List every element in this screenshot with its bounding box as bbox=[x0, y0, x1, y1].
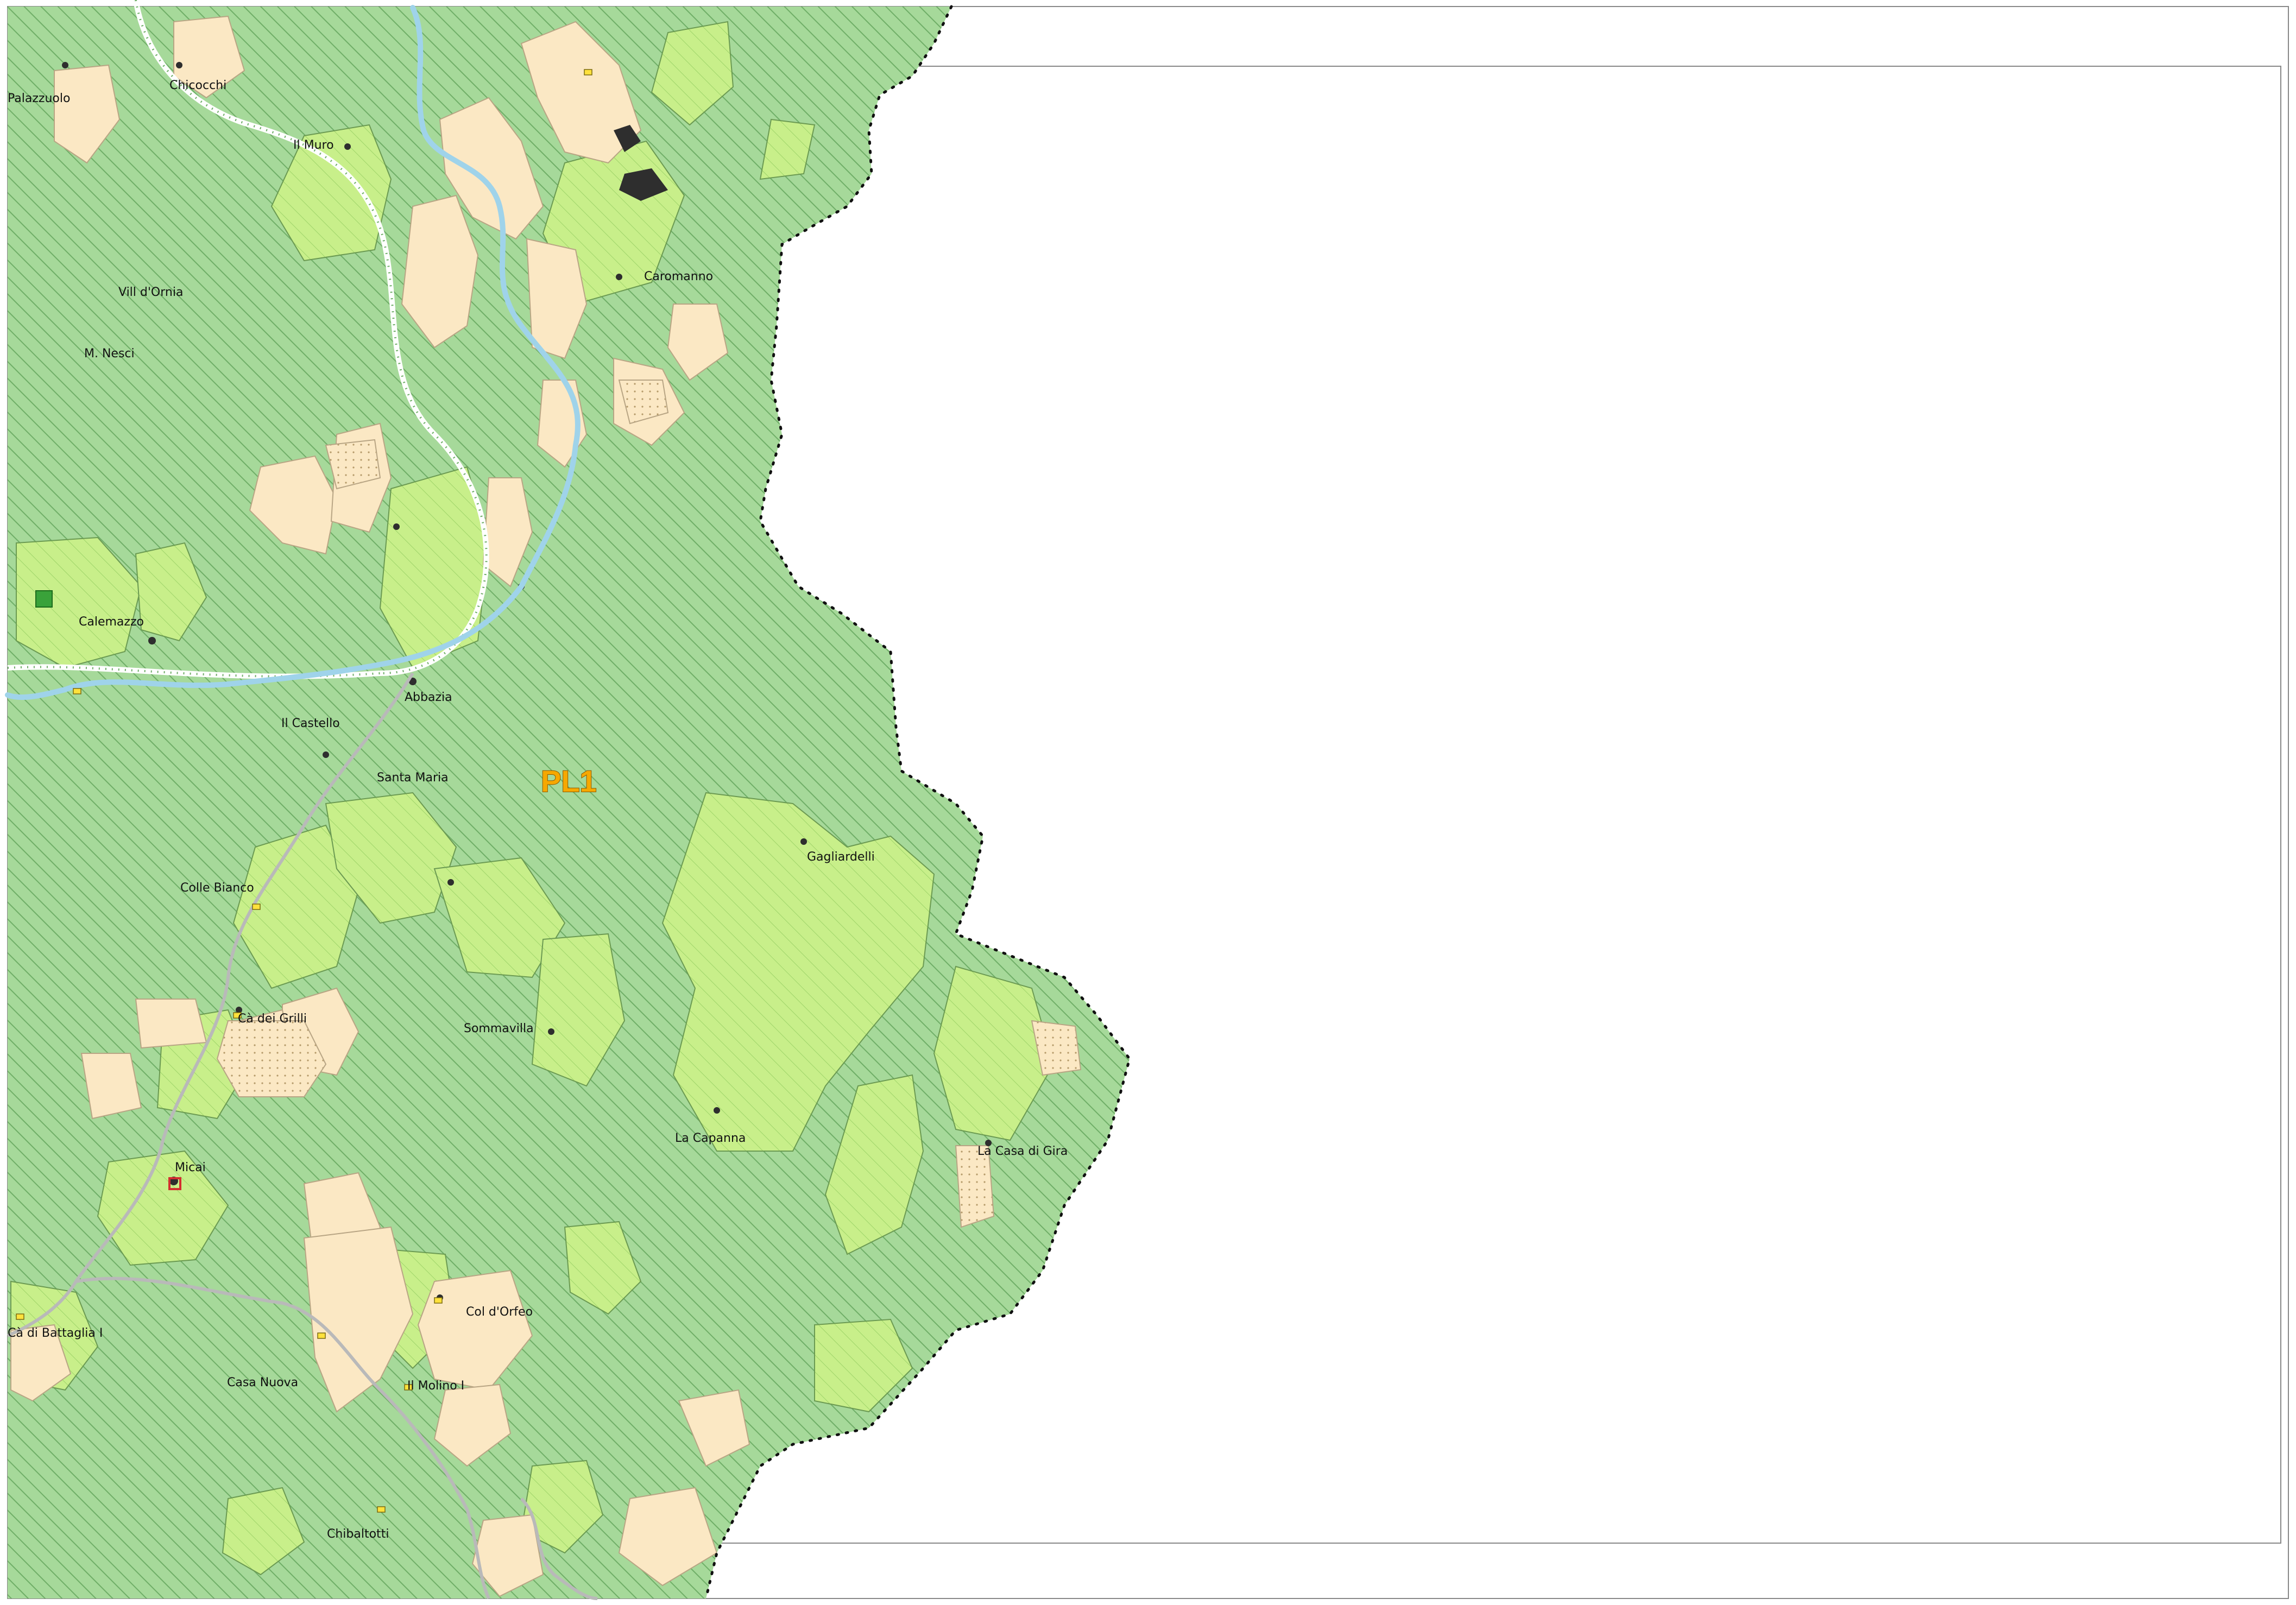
place-label: Caromanno bbox=[644, 270, 713, 283]
place-label: Calemazzo bbox=[79, 615, 144, 629]
place-label: La Casa di Gira bbox=[977, 1145, 1068, 1158]
place-label: M. Nesci bbox=[84, 347, 135, 361]
river bbox=[5, 5, 581, 700]
place-label: Il Muro bbox=[293, 138, 334, 152]
dotted-fields bbox=[216, 380, 1082, 1228]
place-label: Il Castello bbox=[281, 717, 340, 730]
roads bbox=[7, 672, 598, 1600]
place-label: Chibaltotti bbox=[327, 1527, 389, 1541]
meadow-patches bbox=[10, 21, 1055, 1576]
place-label: Casa Nuova bbox=[227, 1376, 298, 1389]
place-label: Santa Maria bbox=[377, 771, 449, 785]
place-label: Gagliardelli bbox=[807, 850, 875, 864]
place-label: La Capanna bbox=[675, 1132, 746, 1145]
place-label: Vill d'Ornia bbox=[118, 286, 183, 299]
zone-label: PL1 bbox=[541, 764, 597, 798]
green-square-marker bbox=[35, 590, 53, 608]
place-label: Cà di Battaglia I bbox=[8, 1326, 103, 1340]
place-labels: Palazzuolo Chicocchi Il Muro Caromanno V… bbox=[8, 79, 1068, 1541]
place-label: Colle Bianco bbox=[180, 881, 254, 895]
place-label: Cà dei Grilli bbox=[238, 1012, 307, 1026]
place-label: Micai bbox=[175, 1161, 206, 1174]
yellow-markers bbox=[16, 69, 592, 1513]
boundary-line bbox=[704, 5, 1131, 1600]
place-label: Palazzuolo bbox=[8, 92, 70, 105]
place-label: Il Molino I bbox=[407, 1379, 464, 1393]
place-label: Abbazia bbox=[405, 691, 452, 704]
place-label: Col d'Orfeo bbox=[466, 1305, 533, 1319]
place-label: Chicocchi bbox=[169, 79, 226, 92]
forest-area bbox=[8, 7, 1130, 1598]
place-label: Sommavilla bbox=[464, 1022, 534, 1035]
red-square-marker bbox=[168, 1177, 181, 1190]
